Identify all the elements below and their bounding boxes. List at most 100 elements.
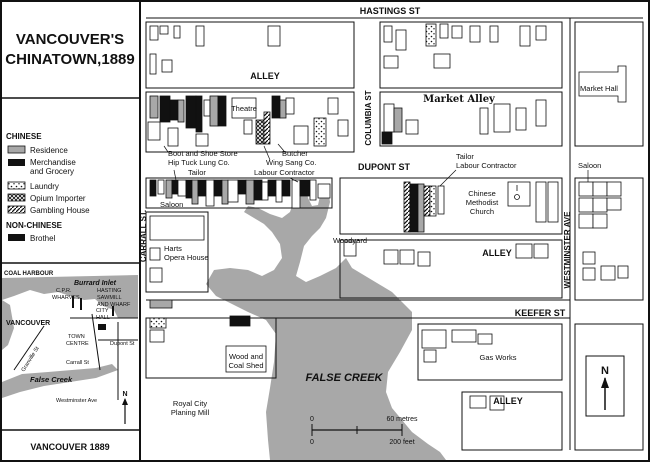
leader-boot-shoe: [163, 145, 169, 153]
north-arrow-label: N: [601, 365, 609, 377]
residence: [209, 95, 219, 127]
block-theatre-row: [145, 91, 355, 153]
label-harts-2: Opera House: [164, 253, 209, 262]
city-blocks: [145, 21, 644, 451]
label-butcher: Butcher: [282, 149, 308, 158]
building: [451, 329, 477, 343]
building: [309, 179, 317, 201]
building: [437, 185, 445, 215]
block-hastings-west: [145, 21, 355, 89]
inset-caption: VANCOUVER 1889: [30, 442, 109, 452]
label-gas-works: Gas Works: [480, 353, 517, 362]
label-saloon-2: Saloon: [578, 161, 601, 170]
label-hip-tuck: Hip Tuck Lung Co.: [168, 158, 230, 167]
inset-north-arrowhead: [122, 398, 128, 405]
building: [177, 179, 187, 197]
opera-house-building: [149, 215, 205, 241]
laundry: [313, 117, 327, 147]
leader-hip-tuck: [173, 169, 177, 181]
label-church-2: Methodist: [466, 198, 499, 207]
building: [617, 265, 629, 279]
inset-cpr-label: C.P.R.: [56, 288, 72, 294]
building: [578, 213, 594, 229]
building: [600, 265, 616, 281]
inset-city-hall-label-2: HALL: [96, 315, 110, 321]
building: [383, 103, 395, 133]
leader-labour-1: [289, 177, 299, 183]
building: [383, 55, 399, 69]
label-royal-2: Planing Mill: [171, 408, 210, 417]
residence: [149, 95, 159, 119]
building: [261, 181, 269, 201]
legend-label-laundry: Laundry: [30, 182, 59, 191]
building: [395, 29, 407, 51]
label-labour-2: Labour Contractor: [456, 161, 517, 170]
building: [515, 107, 527, 131]
merchandise: [197, 179, 207, 197]
building: [327, 97, 339, 115]
merchandise: [159, 95, 171, 123]
label-wood-1: Wood and: [229, 352, 263, 361]
building: [592, 197, 608, 213]
block-westminster-east: [574, 177, 644, 301]
building: [149, 247, 161, 261]
building: [519, 25, 531, 47]
building: [578, 197, 594, 213]
scale-metres: 60 metres: [386, 416, 418, 423]
label-church-3: Church: [470, 207, 494, 216]
label-woodyard: Woodyard: [333, 236, 367, 245]
building: [439, 23, 449, 39]
label-labour-1: Labour Contractor: [254, 168, 315, 177]
label-tailor-1: Tailor: [188, 168, 206, 177]
inset-west-water: [2, 300, 14, 350]
market-hall-building: [578, 65, 627, 103]
leader-wing-sang: [263, 145, 271, 161]
building: [515, 243, 533, 259]
gambling-house-swatch: [7, 205, 26, 214]
residence: [177, 99, 185, 123]
inset-false-creek-label: False Creek: [30, 375, 73, 384]
block-hastings-columbia: [379, 21, 563, 89]
building: [592, 181, 608, 197]
inset-vancouver-label: VANCOUVER: [6, 320, 50, 327]
block-alley-south: [461, 391, 563, 451]
merchandise: [169, 99, 179, 121]
street-columbia: COLUMBIA ST: [364, 90, 373, 145]
building: [451, 25, 463, 39]
building: [157, 179, 165, 195]
merchandise-swatch: [8, 159, 25, 166]
block-market-hall: [574, 21, 644, 147]
label-wing-sang: Wing Sang Co.: [266, 158, 316, 167]
laundry: [149, 317, 167, 329]
label-wood-2: Coal Shed: [228, 361, 263, 370]
inset-hastings-mill-label-3: AND WHARF: [97, 302, 131, 308]
building: [489, 395, 505, 411]
residence: [149, 299, 173, 309]
theatre-building: [231, 97, 257, 119]
building: [535, 99, 547, 127]
building: [479, 107, 489, 135]
block-church: [339, 177, 563, 235]
street-dupont: DUPONT ST: [358, 162, 411, 172]
merchandise: [149, 179, 157, 197]
merchandise: [213, 179, 223, 197]
residence-swatch: [7, 145, 26, 154]
scale-bar: 0 60 metres 0 200 feet: [310, 416, 418, 446]
block-keefer-far-east: [574, 323, 644, 451]
block-alley-east: [339, 239, 563, 299]
inset-westminster-label: Westminster Ave: [56, 398, 97, 404]
building: [159, 25, 169, 35]
legend-label-merchandise-2: and Grocery: [30, 167, 74, 176]
inset-city-hall-label: CITY: [96, 308, 109, 314]
building: [225, 345, 267, 373]
merchandise: [299, 179, 311, 197]
building: [399, 249, 415, 265]
building: [533, 243, 549, 259]
merchandise: [409, 183, 419, 233]
building: [606, 181, 622, 197]
legend-label-opium: Opium Importer: [30, 194, 86, 203]
false-creek-water: [206, 182, 446, 460]
gambling-house: [263, 111, 271, 145]
map-title-line2: CHINATOWN,1889: [5, 51, 134, 68]
